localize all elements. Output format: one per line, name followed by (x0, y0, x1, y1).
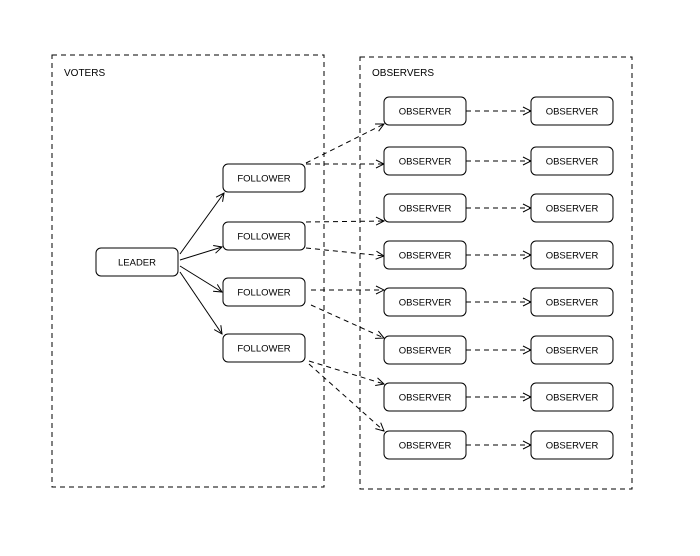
follower-node-3-label: FOLLOWER (237, 288, 290, 299)
voters-group-box (51, 54, 325, 488)
observer-node-c1-6: OBSERVER (383, 335, 467, 365)
observer-node-c2-2-label: OBSERVER (546, 157, 599, 168)
observer-node-c2-3: OBSERVER (530, 193, 614, 223)
observer-node-c1-6-label: OBSERVER (399, 346, 452, 357)
observer-node-c1-7-box (383, 382, 467, 412)
observer-node-c2-1-label: OBSERVER (546, 107, 599, 118)
observer-node-c2-2: OBSERVER (530, 146, 614, 176)
follower-node-3: FOLLOWER (222, 277, 306, 307)
observer-node-c1-8-label: OBSERVER (399, 441, 452, 452)
follower-1-to-observer-1-edge (305, 124, 384, 164)
observer-node-c2-8-box (530, 430, 614, 460)
follower-node-1-label: FOLLOWER (237, 174, 290, 185)
follower-node-4-box (222, 333, 306, 363)
follower-node-3-box (222, 277, 306, 307)
follower-node-1: FOLLOWER (222, 163, 306, 193)
observer-node-c1-3-box (383, 193, 467, 223)
follower-2-to-observer-4-edge (305, 247, 384, 256)
follower-4-to-observer-8-edge (308, 363, 384, 431)
observer-node-c2-3-label: OBSERVER (546, 204, 599, 215)
observer-node-c1-8: OBSERVER (383, 430, 467, 460)
observer-node-c1-2-box (383, 146, 467, 176)
follower-node-4: FOLLOWER (222, 333, 306, 363)
follower-2-to-observer-3-edge (305, 221, 384, 222)
observer-node-c2-3-box (530, 193, 614, 223)
observer-node-c2-6-label: OBSERVER (546, 346, 599, 357)
observer-node-c2-6-box (530, 335, 614, 365)
observer-node-c1-3: OBSERVER (383, 193, 467, 223)
observer-node-c2-5: OBSERVER (530, 287, 614, 317)
leader-to-follower-edge-4 (179, 271, 222, 334)
observer-node-c1-4: OBSERVER (383, 240, 467, 270)
leader-node-box (95, 247, 179, 277)
leader-node: LEADER (95, 247, 179, 277)
observer-node-c1-1-label: OBSERVER (399, 107, 452, 118)
observer-node-c2-2-box (530, 146, 614, 176)
observer-node-c1-7-label: OBSERVER (399, 393, 452, 404)
leader-to-follower-edge-3 (179, 265, 222, 292)
observer-node-c2-4: OBSERVER (530, 240, 614, 270)
leader-node-label: LEADER (118, 258, 156, 269)
leader-to-follower-edge-1 (179, 193, 224, 255)
observer-node-c2-4-label: OBSERVER (546, 251, 599, 262)
observer-node-c2-7-box (530, 382, 614, 412)
observer-node-c2-6: OBSERVER (530, 335, 614, 365)
nodes-layer: LEADER FOLLOWER FOLLOWER FOLLOWER FOLLOWER OB… (95, 96, 614, 460)
follower-node-2-label: FOLLOWER (237, 232, 290, 243)
observer-node-c2-5-label: OBSERVER (546, 298, 599, 309)
observer-node-c1-4-box (383, 240, 467, 270)
observer-node-c1-7: OBSERVER (383, 382, 467, 412)
observer-node-c2-7: OBSERVER (530, 382, 614, 412)
observer-node-c1-1-box (383, 96, 467, 126)
edges-layer (179, 111, 531, 445)
voters-group-label: VOTERS (64, 68, 105, 79)
follower-node-1-box (222, 163, 306, 193)
follower-4-to-observer-7-edge (308, 360, 384, 384)
observers-group-label: OBSERVERS (372, 68, 434, 79)
follower-node-2: FOLLOWER (222, 221, 306, 251)
observer-node-c1-2-label: OBSERVER (399, 157, 452, 168)
follower-node-2-box (222, 221, 306, 251)
observer-node-c2-1-box (530, 96, 614, 126)
follower-3-to-observer-6-edge (310, 304, 384, 338)
observer-node-c2-8-label: OBSERVER (546, 441, 599, 452)
observers-group-box (359, 56, 633, 490)
observer-node-c1-2: OBSERVER (383, 146, 467, 176)
observer-node-c1-8-box (383, 430, 467, 460)
observer-node-c1-4-label: OBSERVER (399, 251, 452, 262)
observer-node-c2-1: OBSERVER (530, 96, 614, 126)
observer-node-c1-5-label: OBSERVER (399, 298, 452, 309)
observer-node-c2-7-label: OBSERVER (546, 393, 599, 404)
follower-node-4-label: FOLLOWER (237, 344, 290, 355)
observer-node-c1-5: OBSERVER (383, 287, 467, 317)
leader-to-follower-edge-2 (179, 247, 222, 261)
observer-node-c1-6-box (383, 335, 467, 365)
observer-node-c1-5-box (383, 287, 467, 317)
observer-node-c2-8: OBSERVER (530, 430, 614, 460)
observer-node-c2-4-box (530, 240, 614, 270)
observer-node-c1-3-label: OBSERVER (399, 204, 452, 215)
observer-node-c1-1: OBSERVER (383, 96, 467, 126)
observer-node-c2-5-box (530, 287, 614, 317)
